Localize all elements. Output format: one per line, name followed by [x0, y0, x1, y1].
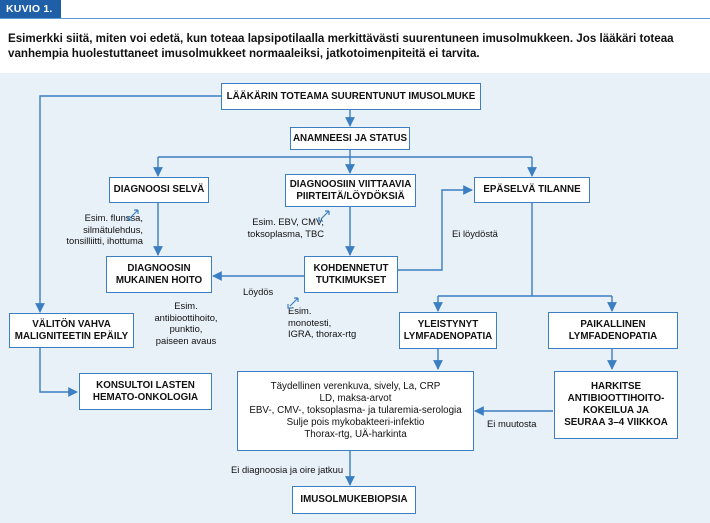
figure-label: KUVIO 1.	[0, 0, 61, 18]
connector	[398, 185, 473, 271]
swap-arrows-icon	[127, 209, 139, 221]
note-findings: Löydös	[243, 286, 274, 297]
box-antibiotic-trial: HARKITSE ANTIBIOOTTIHOITO- KOKEILUA JA S…	[554, 371, 678, 439]
figure-header: KUVIO 1.	[0, 0, 710, 19]
swap-arrows-icon	[287, 297, 299, 309]
box-generalized-lymphadenopathy: YLEISTYNYT LYMFADENOPATIA	[399, 312, 497, 349]
box-diagnosis-suggestive: DIAGNOOSIIN VIITTAAVIA PIIRTEITÄ/LÖYDÖKS…	[285, 174, 416, 207]
box-local-lymphadenopathy: PAIKALLINEN LYMFADENOPATIA	[548, 312, 678, 349]
note-no-change: Ei muutosta	[487, 418, 537, 429]
note-suggestive-examples: Esim. EBV, CMV, toksoplasma, TBC	[247, 216, 324, 239]
box-targeted-tests: KOHDENNETUT TUTKIMUKSET	[304, 256, 398, 293]
connector	[39, 348, 78, 397]
note-clear-examples: Esim. flunssa, silmätulehdus, tonsilliit…	[66, 212, 143, 246]
figure-caption: Esimerkki siitä, miten voi edetä, kun to…	[8, 32, 674, 60]
note-no-diagnosis: Ei diagnoosia ja oire jatkuu	[231, 464, 344, 475]
note-treatment-examples: Esim. antibioottihoito, punktio, paiseen…	[154, 300, 218, 346]
box-diagnosis-clear: DIAGNOOSI SELVÄ	[109, 177, 209, 203]
box-anamnesis-status: ANAMNEESI JA STATUS	[290, 127, 410, 150]
swap-arrows-icon	[318, 210, 330, 222]
box-full-workup: Täydellinen verenkuva, sively, La, CRP L…	[237, 371, 474, 451]
box-node-biopsy: IMUSOLMUKEBIOPSIA	[292, 486, 416, 514]
box-unclear-situation: EPÄSELVÄ TILANNE	[474, 177, 590, 203]
box-malignancy-suspicion: VÄLITÖN VAHVA MALIGNITEETIN EPÄILY	[9, 313, 134, 348]
box-consult-hemato-oncology: KONSULTOI LASTEN HEMATO-ONKOLOGIA	[79, 373, 212, 410]
note-test-examples: Esim. monotesti, IGRA, thorax-rtg	[288, 305, 357, 339]
box-diagnosis-treatment: DIAGNOOSIN MUKAINEN HOITO	[106, 256, 212, 293]
connector	[35, 95, 221, 313]
note-no-findings: Ei löydöstä	[452, 228, 498, 239]
box-enlarged-node: LÄÄKÄRIN TOTEAMA SUURENTUNUT IMUSOLMUKE	[221, 83, 481, 110]
